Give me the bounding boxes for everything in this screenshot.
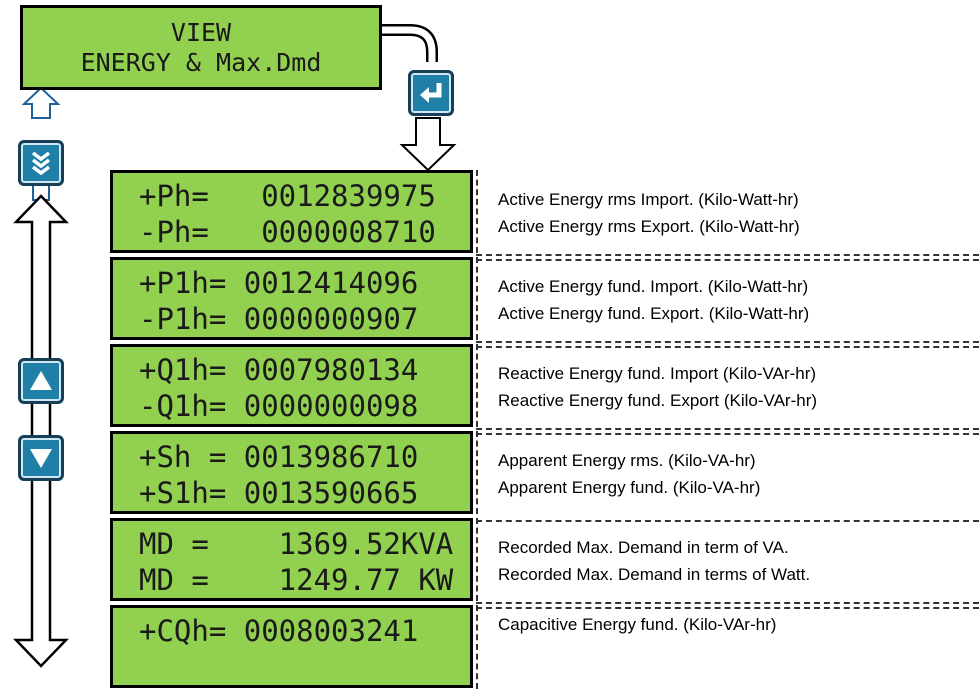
- triangle-up-icon: [30, 371, 52, 390]
- divider: [476, 520, 979, 522]
- screen-line-1: +Q1h= 0007980134: [139, 353, 419, 387]
- divider: [476, 602, 979, 604]
- screen-line-1: +Sh = 0013986710: [139, 440, 419, 474]
- desc-line-2: Recorded Max. Demand in terms of Watt.: [498, 565, 811, 584]
- screen-line-2: -Q1h= 0000000098: [139, 389, 419, 423]
- desc-1: Active Energy fund. Import. (Kilo-Watt-h…: [476, 257, 979, 340]
- screen-line-1: MD = 1369.52KVA: [139, 527, 454, 561]
- desc-line-1: Recorded Max. Demand in term of VA.: [498, 538, 789, 557]
- screen-3: +Sh = 0013986710 +S1h= 0013590665: [110, 431, 473, 514]
- desc-line-2: Reactive Energy fund. Export (Kilo-VAr-h…: [498, 391, 818, 410]
- down-arrow-to-screens: [399, 117, 457, 172]
- desc-line-1: Reactive Energy fund. Import (Kilo-VAr-h…: [498, 364, 817, 383]
- screen-line-1: +Ph= 0012839975: [139, 179, 436, 213]
- screen-line-1: +CQh= 0008003241: [139, 614, 419, 648]
- up-button[interactable]: [18, 358, 64, 404]
- screen-line-2: -P1h= 0000000907: [139, 302, 419, 336]
- screen-5: +CQh= 0008003241: [110, 605, 473, 688]
- desc-line-2: Apparent Energy fund. (Kilo-VA-hr): [498, 478, 761, 497]
- desc-3: Apparent Energy rms. (Kilo-VA-hr) Appare…: [476, 431, 979, 514]
- triangle-down-icon: [30, 449, 52, 468]
- screen-line-2: +S1h= 0013590665: [139, 476, 419, 510]
- desc-line-1: Active Energy fund. Import. (Kilo-Watt-h…: [498, 277, 809, 296]
- desc-line-2: Active Energy fund. Export. (Kilo-Watt-h…: [498, 304, 810, 323]
- title-line-1: VIEW: [170, 18, 232, 47]
- desc-4: Recorded Max. Demand in term of VA. Reco…: [476, 518, 979, 601]
- desc-5: Capacitive Energy fund. (Kilo-VAr-hr): [476, 605, 979, 689]
- up-arrow-small: [21, 86, 61, 119]
- divider: [476, 433, 979, 435]
- divider: [476, 254, 979, 256]
- desc-line-1: Active Energy rms Import. (Kilo-Watt-hr): [498, 190, 799, 209]
- desc-0: Active Energy rms Import. (Kilo-Watt-hr)…: [476, 170, 979, 253]
- enter-icon: [420, 83, 442, 103]
- divider: [476, 346, 979, 348]
- down-button[interactable]: [18, 435, 64, 481]
- title-line-2: ENERGY & Max.Dmd: [80, 48, 322, 77]
- desc-line-2: Active Energy rms Export. (Kilo-Watt-hr): [498, 217, 800, 236]
- title-display: VIEW ENERGY & Max.Dmd: [20, 5, 382, 90]
- screen-0: +Ph= 0012839975 -Ph= 0000008710: [110, 170, 473, 253]
- screen-2: +Q1h= 0007980134 -Q1h= 0000000098: [110, 344, 473, 427]
- screen-1: +P1h= 0012414096 -P1h= 0000000907: [110, 257, 473, 340]
- divider: [476, 259, 979, 261]
- screen-line-1: +P1h= 0012414096: [139, 266, 419, 300]
- desc-line-1: Capacitive Energy fund. (Kilo-VAr-hr): [498, 615, 777, 634]
- screen-line-2: -Ph= 0000008710: [139, 215, 436, 249]
- screen-line-2: MD = 1249.77 KW: [139, 563, 454, 597]
- triple-chevron-down-icon: [31, 151, 51, 176]
- long-double-arrow: [13, 194, 69, 668]
- desc-2: Reactive Energy fund. Import (Kilo-VAr-h…: [476, 344, 979, 427]
- divider: [476, 428, 979, 430]
- scroll-down-button[interactable]: [18, 140, 64, 186]
- desc-line-1: Apparent Energy rms. (Kilo-VA-hr): [498, 451, 756, 470]
- screen-4: MD = 1369.52KVA MD = 1249.77 KW: [110, 518, 473, 601]
- enter-button[interactable]: [408, 70, 454, 116]
- divider: [476, 607, 979, 609]
- divider: [476, 341, 979, 343]
